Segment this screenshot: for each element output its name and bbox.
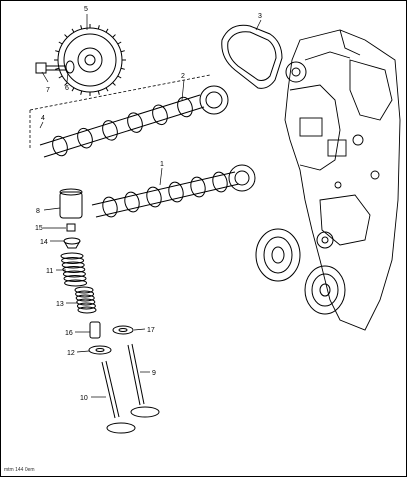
cam-lobe xyxy=(146,186,162,208)
sprocket-tooth xyxy=(58,41,63,45)
spring-coil xyxy=(61,261,85,269)
spring-coil xyxy=(62,270,86,278)
callout-16: 16 xyxy=(65,330,73,337)
spring-coil xyxy=(76,302,96,310)
cam-lobe xyxy=(127,112,143,133)
sprocket-tooth xyxy=(120,50,125,53)
sprocket-tooth xyxy=(120,67,125,70)
sprocket-tooth xyxy=(97,90,100,95)
spring-coil xyxy=(60,252,84,260)
callout-labels: 5 3 2 7 6 4 1 8 15 14 11 13 16 12 17 9 1… xyxy=(35,6,262,402)
valve-train xyxy=(59,188,160,434)
callout-11: 11 xyxy=(46,268,53,275)
spring-coil xyxy=(74,286,94,294)
crankshaft-pulley xyxy=(255,228,346,315)
spring-coil xyxy=(75,290,95,298)
spring-coil xyxy=(62,266,86,273)
sprocket-tooth xyxy=(71,28,75,33)
sprocket-tooth xyxy=(80,90,83,95)
callout-13: 13 xyxy=(56,301,64,308)
callout-6: 6 xyxy=(65,85,69,92)
callout-10: 10 xyxy=(80,395,88,402)
sprocket-tooth xyxy=(64,82,68,86)
callout-17: 17 xyxy=(147,327,155,334)
sprocket-bolt xyxy=(35,60,75,74)
cam-lobe xyxy=(102,196,118,218)
cam-lobe xyxy=(77,127,93,149)
timing-chain xyxy=(221,24,283,89)
sprocket-tooth xyxy=(97,25,100,30)
reference-code: mtm 144 0em xyxy=(4,467,35,473)
sprocket-tooth xyxy=(64,34,68,38)
sprocket-tooth xyxy=(58,75,63,79)
camshaft-sprocket-top xyxy=(54,24,126,96)
sprocket-tooth xyxy=(112,34,116,38)
callout-14: 14 xyxy=(40,239,48,246)
sprocket-tooth xyxy=(71,87,75,92)
spring-coil xyxy=(77,306,97,314)
callout-8: 8 xyxy=(36,208,40,215)
cam-lobe xyxy=(152,104,168,126)
camshaft-dashed-outline xyxy=(29,74,211,150)
sprocket-tooth xyxy=(117,75,122,79)
cam-lobe xyxy=(168,181,184,203)
callout-12: 12 xyxy=(67,350,75,357)
callout-5: 5 xyxy=(84,6,88,13)
chain-sprocket-right xyxy=(285,61,307,83)
sprocket-tooth xyxy=(112,82,116,86)
spring-coil xyxy=(64,279,88,287)
spring-coil xyxy=(61,257,85,264)
sprocket-tooth xyxy=(105,87,109,92)
spring-coil xyxy=(76,298,96,306)
sprocket-tooth xyxy=(105,28,109,33)
callout-2: 2 xyxy=(181,73,185,80)
spring-coil xyxy=(75,294,95,302)
cam-lobe xyxy=(52,135,68,157)
spring-coil xyxy=(63,275,87,282)
callout-4: 4 xyxy=(41,115,45,122)
engine-block xyxy=(284,29,401,331)
callout-1: 1 xyxy=(160,161,164,168)
callout-7: 7 xyxy=(46,87,50,94)
callout-9: 9 xyxy=(152,370,156,377)
camshaft-upper xyxy=(39,85,229,158)
callout-15: 15 xyxy=(35,225,43,232)
cam-lobe xyxy=(190,176,206,198)
sprocket-tooth xyxy=(80,25,83,30)
cam-lobe xyxy=(102,120,118,141)
sprocket-tooth xyxy=(117,41,122,45)
callout-3: 3 xyxy=(258,13,262,20)
leader-lines xyxy=(39,14,262,398)
cam-lobe xyxy=(212,171,228,193)
camshaft-lower xyxy=(91,164,256,218)
sprocket-tooth xyxy=(55,67,60,70)
cam-lobe xyxy=(124,191,140,213)
sprocket-tooth xyxy=(55,50,60,53)
